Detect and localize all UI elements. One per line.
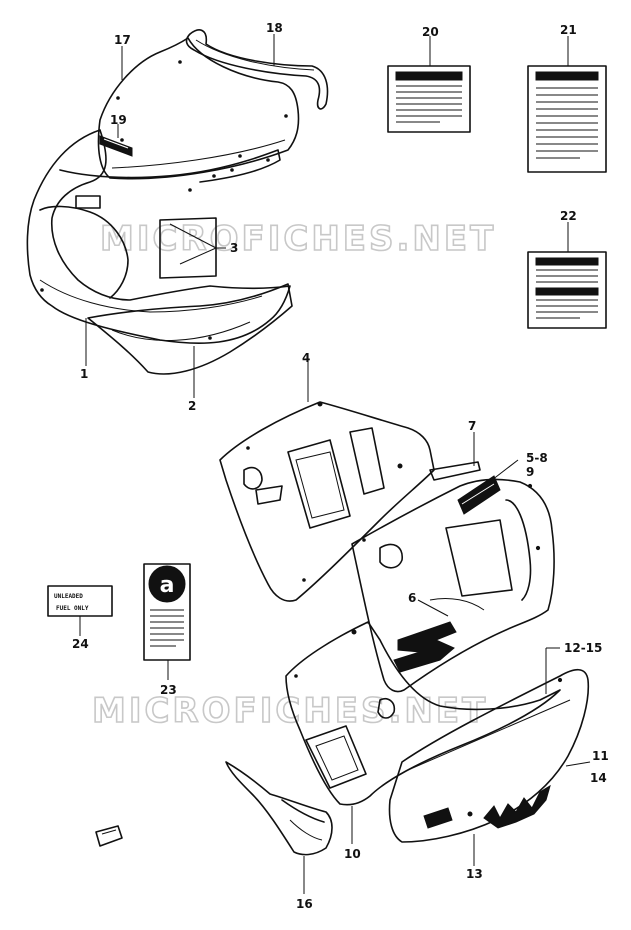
label-24-line2: FUEL ONLY xyxy=(56,605,89,612)
callout-16: 16 xyxy=(296,897,313,911)
label-24-line1: UNLEADED xyxy=(54,593,83,600)
part-6-emblem xyxy=(457,475,501,515)
part-16-bracket xyxy=(225,761,333,856)
callout-5-8: 6 xyxy=(408,591,416,605)
callout-13: 13 xyxy=(466,867,483,881)
part-17-windscreen xyxy=(97,37,300,180)
callout-22: 22 xyxy=(560,209,577,223)
callout-1: 1 xyxy=(80,367,88,381)
callout-9: 9 xyxy=(526,465,534,479)
label-23-letter: a xyxy=(160,573,175,598)
callout-19: 19 xyxy=(110,113,127,127)
callout-24: 24 xyxy=(72,637,89,651)
part-2-side-panel xyxy=(87,283,293,375)
part-21-warning-label xyxy=(527,65,607,173)
part-18-screen-trim xyxy=(185,29,329,110)
callout-7: 7 xyxy=(468,419,476,433)
callout-3: 3 xyxy=(230,241,238,255)
part-5-8-side-panel xyxy=(351,478,555,693)
watermark-top: MICROFICHES.NET xyxy=(100,219,496,259)
part-23-info-label: a xyxy=(143,563,191,661)
callout-2: 2 xyxy=(188,399,196,413)
watermark-bottom: MICROFICHES.NET xyxy=(92,691,488,731)
callout-14: 14 xyxy=(590,771,607,785)
callout-18: 18 xyxy=(266,21,283,35)
callout-20: 20 xyxy=(422,25,439,39)
callout-23: 23 xyxy=(160,683,177,697)
callout-4: 4 xyxy=(302,351,310,365)
part-22-warning-label xyxy=(527,251,607,329)
callout-21: 21 xyxy=(560,23,577,37)
small-clip xyxy=(95,825,123,847)
callout-10: 10 xyxy=(344,847,361,861)
part-13-lower-fairing xyxy=(388,668,590,843)
part-4-inner-panel xyxy=(219,401,435,602)
part-19-screen-decal xyxy=(99,135,133,157)
part-7-clip xyxy=(429,461,481,481)
part-10-lower-inner xyxy=(285,621,561,806)
part-20-warning-label xyxy=(387,65,471,133)
part-1-upper-cowl xyxy=(26,129,291,345)
callout-6: 5-8 xyxy=(526,451,548,465)
part-24-fuel-label: UNLEADED FUEL ONLY xyxy=(47,585,113,617)
leader-lines xyxy=(79,34,591,894)
callout-12-15: 12-15 xyxy=(564,641,602,655)
callout-11: 11 xyxy=(592,749,609,763)
callouts: 17 18 19 20 21 22 3 1 2 4 7 5-8 9 6 12-1… xyxy=(72,21,609,911)
callout-17: 17 xyxy=(114,33,131,47)
